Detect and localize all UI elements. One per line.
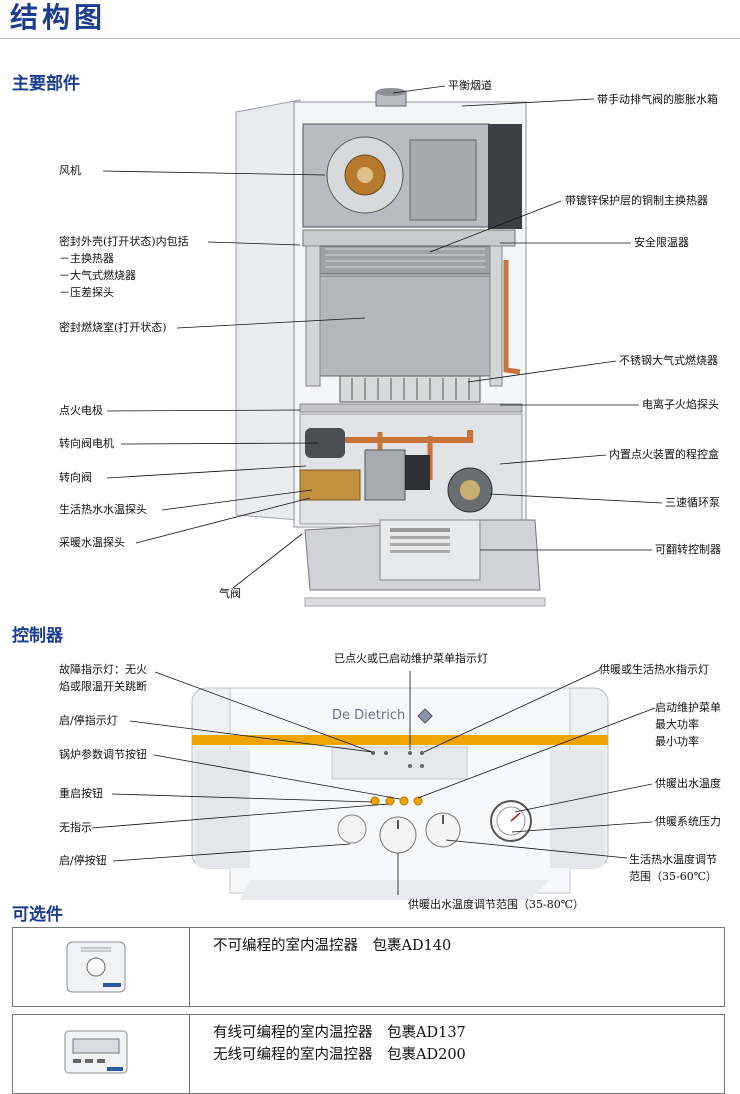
option-row-1: 不可编程的室内温控器 包裹AD140 [12,927,725,1007]
label-dhw-probe: 生活热水水温探头 [59,503,147,516]
label-sub-heat-exchanger: －主换热器 [59,252,114,265]
label-diverter-valve: 转向阀 [59,471,92,484]
option-row-divider [189,1015,190,1093]
section-heading-controller: 控制器 [12,626,63,646]
option-1-line-1: 不可编程的室内温控器 包裹AD140 [213,938,452,954]
title-divider [0,38,740,39]
label-burner: 不锈钢大气式燃烧器 [619,354,718,367]
label-param-button: 锅炉参数调节按钮 [59,748,147,761]
label-fault-lamp-line2: 焰或限温开关跳断 [59,680,147,693]
label-sub-pressure-probe: －压差探头 [59,286,114,299]
label-safety-limit: 安全限温器 [634,236,689,249]
label-onoff-button: 启/停按钮 [59,854,107,867]
label-ignited-lamp: 已点火或已启动维护菜单指示灯 [334,652,488,665]
label-mode-lamp: 供暖或生活热水指示灯 [599,663,709,676]
label-heating-range: 供暖出水温度调节范围（35-80℃） [408,898,585,911]
label-menu-line3: 最小功率 [655,735,699,748]
label-expansion-tank: 带手动排气阀的膨胀水箱 [597,93,718,106]
label-menu-line1: 启动维护菜单 [655,701,721,714]
label-ion-probe: 电离子火焰探头 [642,398,719,411]
label-flip-controller: 可翻转控制器 [655,543,721,556]
label-sealed-chamber: 密封燃烧室(打开状态) [59,321,167,334]
option-2-line-2: 无线可编程的室内温控器 包裹AD200 [213,1047,466,1063]
label-air-valve: 气阀 [219,587,241,600]
thermostat-ad140-image [66,941,126,993]
label-reset-button: 重启按钮 [59,787,103,800]
label-fan: 风机 [59,164,81,177]
label-fault-lamp-line1: 故障指示灯：无火 [59,663,147,676]
label-system-pressure: 供暖系统压力 [655,815,721,828]
option-row-divider [189,928,190,1006]
brand-logo: De Dietrich [332,708,406,723]
label-control-board: 内置点火装置的程控盒 [609,448,719,461]
label-pump: 三速循环泵 [665,496,720,509]
option-2-line-1: 有线可编程的室内温控器 包裹AD137 [213,1025,466,1041]
label-heat-exchanger: 带镀锌保护层的铜制主换热器 [565,194,708,207]
label-dhw-range-line1: 生活热水温度调节 [629,853,717,866]
label-outlet-temp: 供暖出水温度 [655,777,721,790]
label-onoff-lamp: 启/停指示灯 [59,714,118,727]
section-heading-components: 主要部件 [12,74,80,94]
label-heating-probe: 采暖水温探头 [59,536,125,549]
label-menu-line2: 最大功率 [655,718,699,731]
page-title: 结构图 [10,1,107,34]
label-sealed-casing: 密封外壳(打开状态)内包括 [59,235,189,248]
label-diverter-motor: 转向阀电机 [59,437,114,450]
section-heading-options: 可选件 [12,905,63,925]
thermostat-ad137-image [64,1030,128,1074]
label-dhw-range-line2: 范围（35-60℃） [629,870,718,883]
label-ignition-electrode: 点火电极 [59,404,103,417]
label-flue: 平衡烟道 [448,79,492,92]
label-no-indication: 无指示 [59,821,92,834]
option-row-2: 有线可编程的室内温控器 包裹AD137 无线可编程的室内温控器 包裹AD200 [12,1014,725,1094]
label-sub-burner: －大气式燃烧器 [59,269,136,282]
